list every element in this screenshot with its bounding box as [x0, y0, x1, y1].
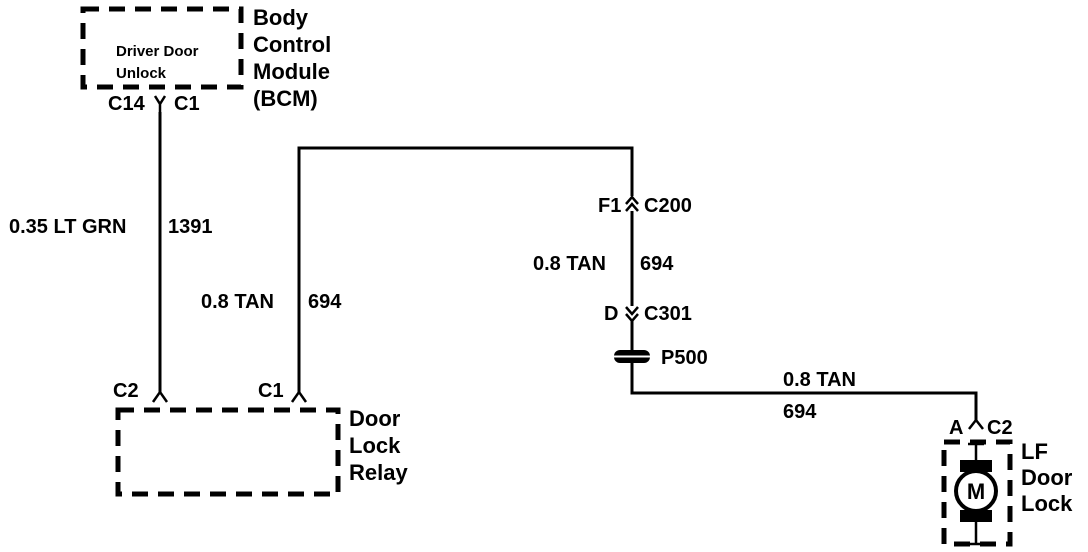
lf-door-lock-component: A C2 M LF Door Lock: [941, 417, 1073, 547]
bcm-dashed-box: [80, 6, 244, 90]
relay-pin-c1-symbol: [290, 389, 308, 403]
bcm-name-line-3: Module: [253, 59, 330, 84]
bcm-connector-symbol: [153, 95, 167, 112]
bcm-internal-label-line-2: Unlock: [116, 65, 167, 82]
connector-c200: F1 C200: [598, 195, 692, 217]
c301-name: C301: [644, 303, 692, 325]
relay-name-line-3: Relay: [349, 460, 408, 485]
wire-694-lock-gauge-color: 0.8 TAN: [783, 369, 856, 391]
relay-pin-c2-symbol: [151, 389, 169, 403]
p500-name: P500: [661, 347, 708, 369]
wire-1391-circuit: 1391: [168, 216, 213, 238]
bcm-component: Driver Door Unlock Body Control Module (…: [80, 5, 331, 115]
bcm-name-line-1: Body: [253, 5, 309, 30]
lf-lock-connector-symbol: [968, 417, 984, 430]
lf-lock-top-lead: [968, 442, 984, 462]
c200-pin-f1: F1: [598, 195, 621, 217]
lf-lock-dashed-box: [941, 439, 1013, 547]
lf-lock-pin-a: A: [949, 417, 963, 439]
splice-p500: P500: [614, 347, 708, 369]
c301-pin-d: D: [604, 303, 618, 325]
connector-c301: D C301: [604, 303, 692, 325]
relay-name-line-2: Lock: [349, 433, 401, 458]
lf-lock-name-line-2: Door: [1021, 465, 1073, 490]
relay-dashed-box: [115, 407, 341, 497]
c301-symbol: [625, 306, 639, 323]
wire-694-p500-to-lock: [630, 363, 978, 420]
wire-694-relay-gauge-color: 0.8 TAN: [201, 291, 274, 313]
motor-top-brush: [960, 460, 992, 472]
bcm-name-line-2: Control: [253, 32, 331, 57]
wire-1391-gauge-color: 0.35 LT GRN: [9, 216, 126, 238]
motor-bottom-brush: [960, 510, 992, 522]
bcm-connector-c14: C14: [108, 93, 146, 115]
motor-symbol-m: M: [967, 479, 985, 504]
c200-name: C200: [644, 195, 692, 217]
wire-694-lock-circuit: 694: [783, 401, 817, 423]
bcm-internal-label-line-1: Driver Door: [116, 43, 199, 60]
bcm-name-line-4: (BCM): [253, 86, 318, 111]
relay-pin-c2: C2: [113, 380, 139, 402]
c200-symbol: [625, 195, 639, 212]
relay-pin-c1: C1: [258, 380, 284, 402]
lf-lock-name-line-3: Lock: [1021, 491, 1073, 516]
wire-694-mid-circuit: 694: [640, 253, 674, 275]
wire-694-mid-gauge-color: 0.8 TAN: [533, 253, 606, 275]
bcm-connector-c1: C1: [174, 93, 200, 115]
relay-name-line-1: Door: [349, 406, 401, 431]
lf-lock-connector-c2: C2: [987, 417, 1013, 439]
wire-694-relay-circuit: 694: [308, 291, 342, 313]
lf-lock-name-line-1: LF: [1021, 439, 1048, 464]
door-lock-relay-component: C2 C1 Door Lock Relay: [113, 380, 408, 497]
wire-694-relay-to-c200: [297, 146, 634, 392]
lf-lock-bottom-lead: [968, 522, 984, 546]
